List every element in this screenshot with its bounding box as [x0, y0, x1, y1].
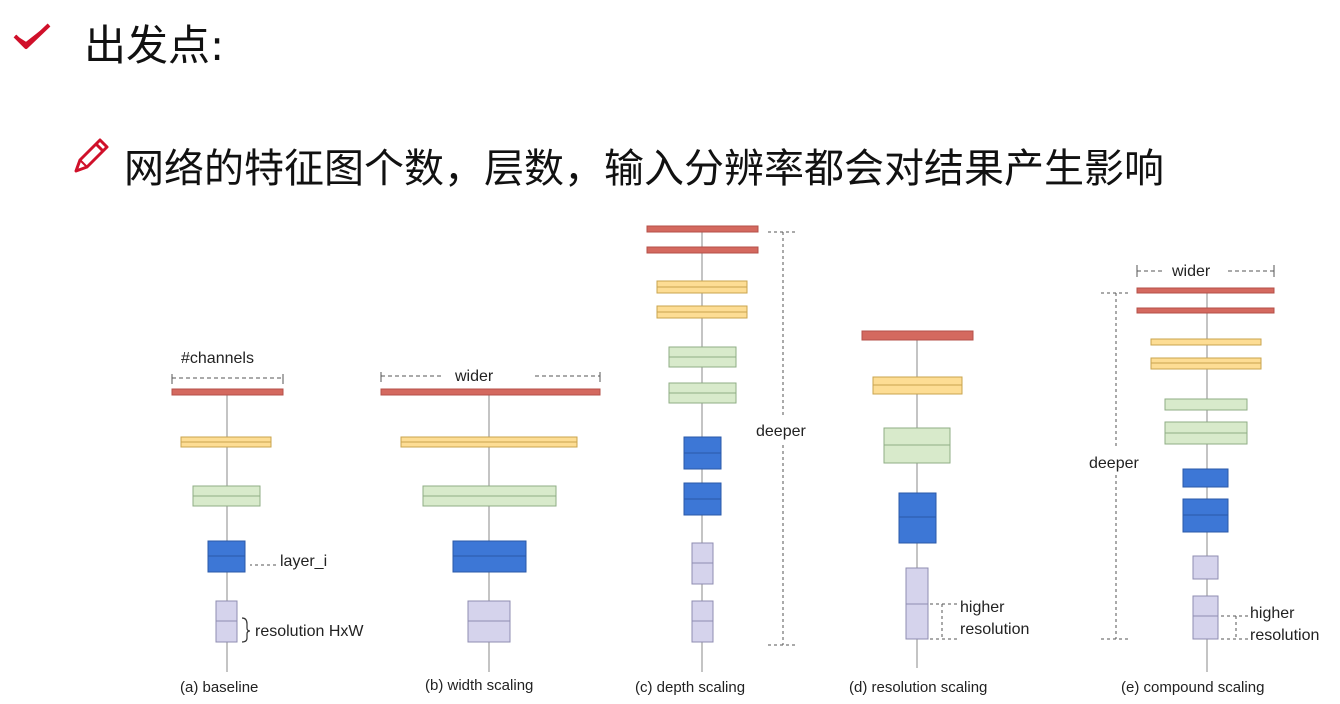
label-higher: higher [960, 599, 1005, 616]
block-blue [1182, 468, 1229, 488]
block-purple [1192, 555, 1219, 580]
block-red [380, 388, 601, 396]
label-wider-e: wider [1171, 263, 1211, 280]
block-red [646, 225, 759, 233]
block-red [171, 388, 284, 396]
panel-compound: wider deeper higher resolution (e) compo… [1089, 263, 1319, 696]
panel-width: wider (b) width scaling [380, 368, 601, 694]
caption-baseline: (a) baseline [180, 679, 258, 696]
block-red [1136, 307, 1275, 314]
check-icon [13, 23, 51, 49]
block-red [646, 246, 759, 254]
page-title: 出发点: [84, 21, 225, 70]
block-purple [1192, 595, 1219, 640]
label-higher-e: higher [1250, 605, 1295, 622]
block-blue [898, 492, 937, 544]
caption-resolution: (d) resolution scaling [849, 679, 987, 696]
block-yellow [1150, 338, 1262, 346]
label-wider: wider [454, 368, 494, 385]
panel-baseline: #channels layer_i resolution HxW (a) bas… [171, 350, 364, 696]
label-layer: layer_i [280, 553, 327, 570]
block-red [861, 330, 974, 341]
caption-depth: (c) depth scaling [635, 679, 745, 696]
pencil-icon [74, 138, 109, 173]
label-resolution-d: resolution [960, 621, 1029, 638]
label-resolution: resolution HxW [255, 623, 364, 640]
label-deeper: deeper [756, 423, 806, 440]
caption-width: (b) width scaling [425, 677, 533, 694]
block-red [1136, 287, 1275, 294]
label-resolution-e: resolution [1250, 627, 1319, 644]
caption-compound: (e) compound scaling [1121, 679, 1264, 696]
panel-resolution: higher resolution (d) resolution scaling [849, 330, 1029, 696]
bullet-text: 网络的特征图个数，层数，输入分辨率都会对结果产生影响 [124, 146, 1164, 192]
label-channels: #channels [181, 350, 254, 367]
block-green [1164, 398, 1248, 411]
label-deeper-e: deeper [1089, 455, 1139, 472]
panel-depth: deeper (c) depth scaling [635, 225, 806, 696]
